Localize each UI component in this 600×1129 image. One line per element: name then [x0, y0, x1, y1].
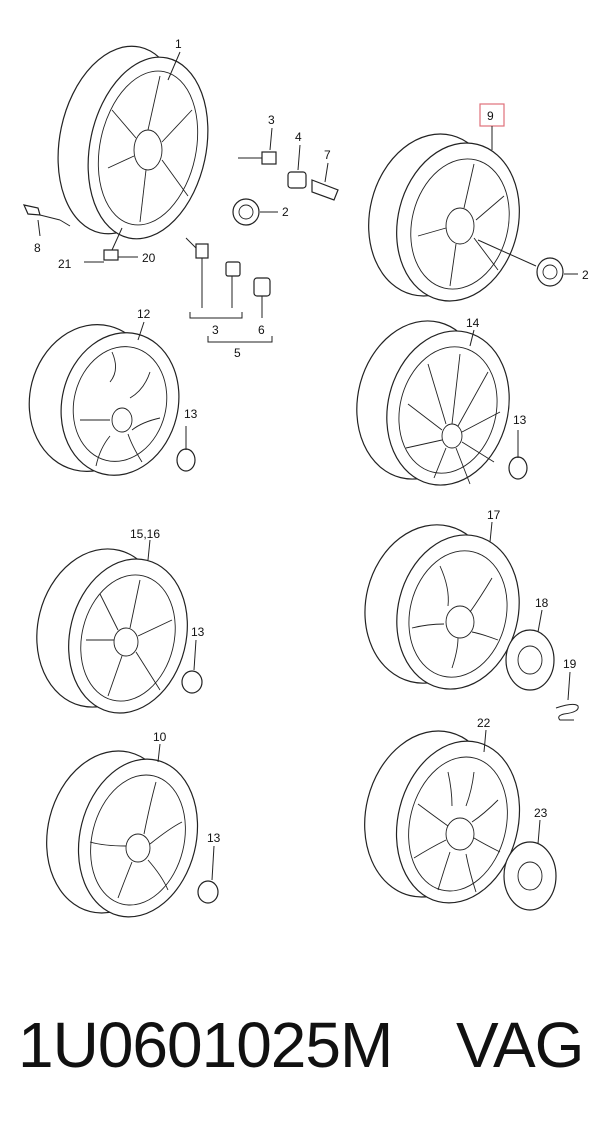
callout-7: 7	[324, 148, 331, 162]
callout-9: 9	[487, 109, 494, 123]
callout-13b: 13	[513, 413, 527, 427]
part-number: 1U0601025M	[18, 1009, 393, 1081]
valve-8	[22, 204, 61, 221]
callout-18: 18	[535, 596, 549, 610]
callout-3b: 3	[212, 323, 219, 337]
part-footer: 1U0601025M VAG	[18, 1005, 588, 1085]
callout-23: 23	[534, 806, 548, 820]
wheel-15-16	[36, 548, 188, 714]
callout-22: 22	[477, 716, 491, 730]
callout-2b: 2	[582, 268, 589, 282]
hubcap-13c	[181, 670, 203, 694]
callout-19: 19	[563, 657, 577, 671]
callout-12: 12	[137, 307, 151, 321]
callout-21: 21	[58, 257, 72, 271]
weight-20-21	[103, 249, 119, 261]
bolt-3	[238, 151, 277, 165]
clip-7	[311, 179, 339, 201]
callout-15-16: 15,16	[130, 527, 160, 541]
callout-5: 5	[234, 346, 241, 360]
wheel-9	[368, 133, 520, 302]
callout-2a: 2	[282, 205, 289, 219]
wheel-10	[46, 750, 199, 918]
callout-6: 6	[258, 323, 265, 337]
callout-3a: 3	[268, 113, 275, 127]
callout-8: 8	[34, 241, 41, 255]
hubcap-13a	[176, 448, 196, 472]
cap-4	[287, 171, 307, 189]
callout-4: 4	[295, 130, 302, 144]
bolt-set-lower	[185, 237, 271, 297]
hubcap-13d	[197, 880, 219, 904]
cover-18	[505, 629, 555, 691]
hubcap-2a	[232, 198, 260, 226]
callout-20: 20	[142, 251, 156, 265]
hubcap-2b	[536, 257, 564, 287]
callout-13a: 13	[184, 407, 198, 421]
hubcap-13b	[508, 456, 528, 480]
callout-17: 17	[487, 508, 501, 522]
callout-13c: 13	[191, 625, 205, 639]
callout-14: 14	[466, 316, 480, 330]
callout-1: 1	[175, 37, 182, 51]
wheel-22	[364, 730, 521, 904]
wheel-14	[356, 320, 510, 486]
wheel-12	[28, 324, 180, 476]
brand-label: VAG	[456, 1009, 584, 1081]
wheel-17	[364, 524, 520, 690]
wheel-parts-diagram: 1 3 4 7 2 8 21 20 3 6	[22, 37, 589, 918]
cover-23	[503, 841, 557, 911]
callout-13d: 13	[207, 831, 221, 845]
callout-10: 10	[153, 730, 167, 744]
hook-19	[555, 703, 579, 721]
wheel-1	[57, 45, 209, 240]
